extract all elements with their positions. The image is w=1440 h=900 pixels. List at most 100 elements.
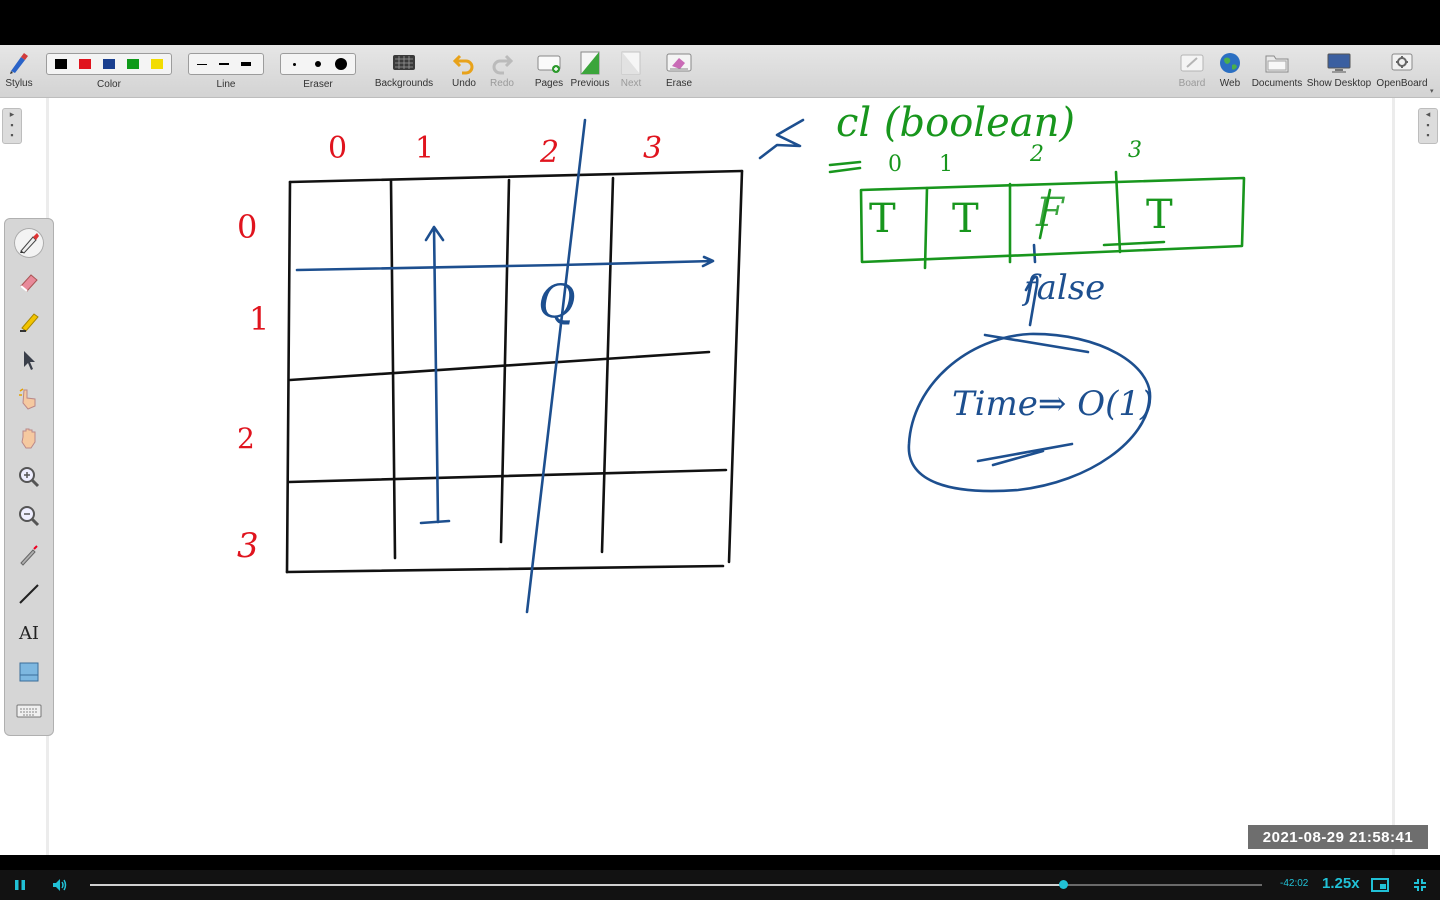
backgrounds-button[interactable]: Backgrounds — [374, 45, 434, 97]
pen-tool-button[interactable] — [14, 228, 44, 258]
pages-label: Pages — [534, 78, 564, 89]
undo-button[interactable]: Undo — [446, 45, 482, 97]
board-label: Board — [1178, 78, 1206, 89]
video-player-bar — [0, 855, 1440, 900]
queen-mark: Q — [538, 274, 576, 328]
eraser-medium-button[interactable] — [306, 55, 329, 73]
seek-bar-handle[interactable] — [1058, 880, 1068, 889]
picture-in-picture-button[interactable] — [1370, 874, 1390, 896]
eraser-tool-button[interactable] — [14, 267, 44, 297]
stylus-label: Stylus — [5, 78, 33, 89]
openboard-menu-button[interactable]: OpenBoard — [1376, 45, 1428, 97]
zoom-out-tool-button[interactable] — [14, 501, 44, 531]
color-swatch-blue[interactable] — [103, 59, 115, 69]
capture-icon — [19, 662, 39, 682]
line-icon — [19, 584, 39, 604]
playback-speed-button[interactable]: 1.25x — [1322, 875, 1360, 892]
time-complexity-note: Time⇒ O(1) — [952, 384, 1154, 424]
line-label: Line — [216, 79, 236, 90]
web-button[interactable]: Web — [1214, 45, 1246, 97]
line-tool-button[interactable] — [14, 579, 44, 609]
stylus-button[interactable]: Stylus — [2, 45, 36, 97]
array-value-2: F — [1036, 190, 1064, 236]
expand-left-icon: ▸▪▪ — [9, 109, 15, 140]
seek-bar-progress — [90, 884, 1063, 886]
array-index-3: 3 — [1128, 138, 1142, 163]
line-width-picker[interactable] — [188, 53, 264, 75]
color-swatch-black[interactable] — [55, 59, 67, 69]
previous-button[interactable]: Previous — [570, 45, 610, 97]
chevron-down-icon[interactable]: ▾ — [1430, 88, 1434, 95]
board-icon — [1179, 50, 1205, 76]
whiteboard-canvas[interactable] — [0, 98, 1440, 855]
documents-button[interactable]: Documents — [1250, 45, 1304, 97]
eraser-small-button[interactable] — [283, 55, 306, 73]
next-label: Next — [620, 78, 642, 89]
pages-button[interactable]: Pages — [530, 45, 568, 97]
array-value-1: T — [952, 196, 979, 242]
board-button[interactable]: Board — [1176, 45, 1208, 97]
line-medium-button[interactable] — [213, 55, 235, 73]
color-swatch-yellow[interactable] — [151, 59, 163, 69]
capture-tool-button[interactable] — [14, 657, 44, 687]
right-panel-toggle[interactable]: ◂▪▪ — [1418, 108, 1438, 144]
left-panel-toggle[interactable]: ▸▪▪ — [2, 108, 22, 144]
stylus-icon — [6, 50, 32, 76]
folder-icon — [1264, 50, 1290, 76]
eraser-large-button[interactable] — [330, 55, 353, 73]
selector-tool-button[interactable] — [14, 345, 44, 375]
stylus-palette: AI — [4, 218, 54, 736]
show-desktop-label: Show Desktop — [1306, 78, 1372, 89]
color-picker[interactable] — [46, 53, 172, 75]
web-label: Web — [1219, 78, 1241, 89]
volume-icon — [53, 879, 67, 891]
show-desktop-button[interactable]: Show Desktop — [1306, 45, 1372, 97]
eraser-size-picker[interactable] — [280, 53, 356, 75]
undo-icon — [451, 50, 477, 76]
color-swatch-green[interactable] — [127, 59, 139, 69]
column-label-2: 2 — [540, 135, 560, 170]
row-label-0: 0 — [237, 208, 258, 246]
zoom-out-icon — [19, 506, 40, 527]
color-label: Color — [97, 79, 121, 90]
openboard-label: OpenBoard — [1376, 78, 1428, 89]
volume-button[interactable] — [50, 874, 70, 896]
window-top-bar — [0, 0, 1440, 45]
exit-fullscreen-button[interactable] — [1410, 874, 1430, 896]
previous-label: Previous — [570, 78, 610, 89]
recording-timestamp: 2021-08-29 21:58:41 — [1248, 825, 1428, 849]
globe-icon — [1217, 50, 1243, 76]
board-drawing — [285, 118, 1246, 614]
color-swatch-red[interactable] — [79, 59, 91, 69]
previous-page-icon — [577, 50, 603, 76]
keyboard-tool-button[interactable] — [14, 696, 44, 726]
erase-icon — [666, 50, 692, 76]
right-page-edge — [1392, 98, 1395, 855]
row-label-3: 3 — [237, 526, 259, 566]
interact-tool-button[interactable] — [14, 384, 44, 414]
laser-pointer-tool-button[interactable] — [14, 540, 44, 570]
next-button[interactable]: Next — [614, 45, 648, 97]
erase-button[interactable]: Erase — [660, 45, 698, 97]
hand-icon — [21, 428, 36, 449]
eraser-icon — [20, 274, 38, 292]
marker-tool-button[interactable] — [14, 306, 44, 336]
text-tool-button[interactable]: AI — [14, 618, 44, 648]
line-thick-button[interactable] — [235, 55, 257, 73]
redo-button[interactable]: Redo — [484, 45, 520, 97]
pointing-hand-icon — [19, 388, 36, 410]
seek-bar[interactable] — [90, 880, 1262, 889]
pause-icon — [15, 880, 25, 890]
redo-label: Redo — [490, 78, 514, 89]
array-index-0: 0 — [888, 152, 902, 177]
zoom-in-icon — [19, 467, 40, 488]
line-thin-button[interactable] — [191, 55, 213, 73]
zoom-in-tool-button[interactable] — [14, 462, 44, 492]
highlighter-icon — [20, 313, 39, 332]
openboard-toolbar: Stylus Color Line Eraser Backgrounds Und… — [0, 45, 1440, 98]
erase-label: Erase — [665, 78, 693, 89]
pause-button[interactable] — [10, 874, 30, 896]
grid-drawing — [285, 169, 744, 574]
next-page-icon — [618, 50, 644, 76]
hand-tool-button[interactable] — [14, 423, 44, 453]
